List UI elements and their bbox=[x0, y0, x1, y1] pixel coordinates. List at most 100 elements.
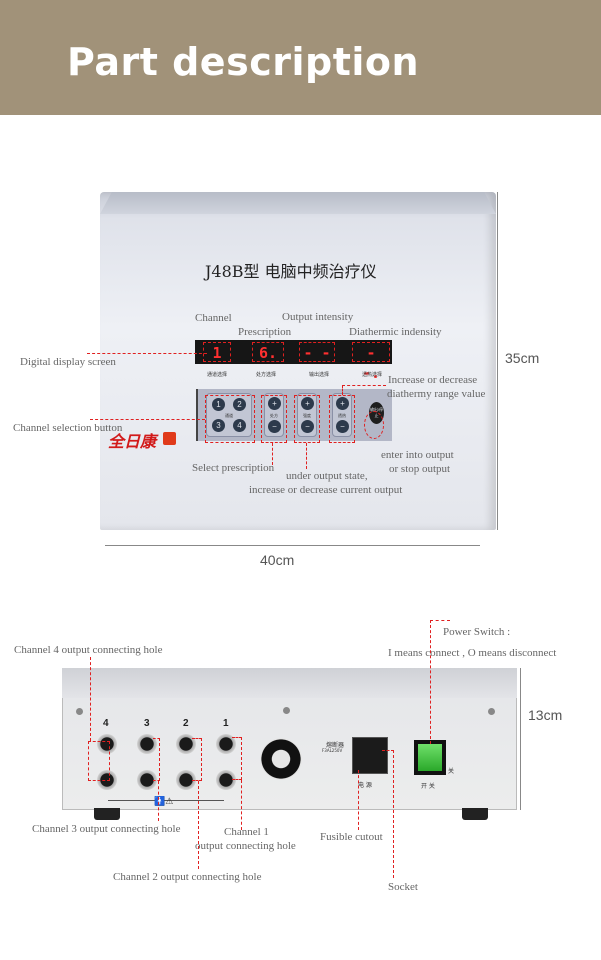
intensity-plus-button[interactable]: + bbox=[301, 397, 314, 410]
highlight-prescription bbox=[261, 395, 287, 443]
pointer-line bbox=[342, 385, 386, 386]
label-diathermy-range: Increase or decrease bbox=[388, 374, 478, 386]
pointer-line bbox=[90, 657, 91, 741]
digital-display: 1 6. - - - -. bbox=[195, 340, 392, 382]
display-diathermy: - -. bbox=[352, 342, 390, 382]
highlight-intensity bbox=[294, 395, 320, 443]
label-prescription: Prescription bbox=[238, 326, 292, 338]
fan-vent bbox=[260, 738, 302, 780]
channel-2-connector bbox=[176, 770, 196, 790]
label-increase-current: increase or decrease current output bbox=[249, 484, 403, 496]
dimension-rear-height: 13cm bbox=[528, 707, 563, 723]
channel-1-button[interactable]: 1 bbox=[212, 398, 225, 411]
pointer-line bbox=[87, 353, 207, 354]
highlight-diathermy bbox=[329, 395, 355, 443]
pointer-line bbox=[198, 781, 199, 869]
pointer-line bbox=[90, 419, 205, 420]
channel-2-connector bbox=[176, 734, 196, 754]
prescription-group: + 处方 − bbox=[264, 393, 284, 437]
warning-icon: 🚹⚠ bbox=[154, 796, 174, 806]
dimension-line-height bbox=[497, 192, 498, 530]
label-power-meaning: I means connect , O means disconnect bbox=[388, 647, 557, 659]
pointer-line bbox=[358, 770, 359, 830]
label-channel: Channel bbox=[195, 312, 232, 324]
pointer-line bbox=[342, 385, 343, 395]
switch-label: 开 关 bbox=[421, 783, 435, 790]
label-ch3-hole: Channel 3 output connecting hole bbox=[32, 823, 181, 835]
label-under-output: under output state, bbox=[286, 470, 368, 482]
channel-4-button[interactable]: 4 bbox=[233, 419, 246, 432]
label-diathermic: Diathermic indensity bbox=[349, 326, 442, 338]
highlight-ch1 bbox=[232, 737, 242, 780]
power-socket[interactable] bbox=[352, 737, 388, 774]
fuse-rating: F3AL250V bbox=[322, 748, 343, 753]
channel-4-connector bbox=[97, 734, 117, 754]
label-select-prescription: Select prescription bbox=[192, 462, 275, 474]
pointer-line bbox=[241, 780, 242, 830]
dimension-width: 40cm bbox=[260, 552, 295, 568]
brand-logo: 全日康 bbox=[108, 432, 157, 451]
connector-bracket bbox=[108, 800, 224, 801]
display-label: 处方选择 bbox=[256, 372, 277, 378]
prescription-minus-button[interactable]: − bbox=[268, 420, 281, 433]
highlight-channel-buttons bbox=[205, 395, 255, 443]
screw-icon bbox=[283, 707, 290, 714]
diathermy-plus-button[interactable]: + bbox=[336, 397, 349, 410]
dimension-height: 35cm bbox=[505, 350, 540, 366]
screw-icon bbox=[488, 708, 495, 715]
display-output: - - bbox=[299, 342, 335, 362]
device-foot bbox=[94, 808, 120, 820]
label-ch4-hole: Channel 4 output connecting hole bbox=[14, 644, 163, 656]
highlight-start-stop bbox=[364, 411, 384, 439]
label-enter-output: enter into output bbox=[381, 449, 454, 461]
pointer-line bbox=[393, 750, 394, 878]
label-diathermy-range-2: diathermy range value bbox=[387, 388, 486, 400]
channel-1-connector bbox=[216, 770, 236, 790]
pointer-line bbox=[430, 620, 431, 744]
power-label: 电 源 bbox=[358, 782, 372, 789]
header-banner: Part description bbox=[0, 0, 601, 115]
power-switch[interactable] bbox=[414, 740, 446, 775]
label-channel-button: Channel selection button bbox=[13, 422, 123, 434]
channel-1-connector bbox=[216, 734, 236, 754]
diathermy-group: + 透热 − bbox=[332, 393, 352, 437]
channel-number: 2 bbox=[183, 718, 189, 729]
switch-off-label: 关 bbox=[448, 768, 455, 775]
prescription-plus-button[interactable]: + bbox=[268, 397, 281, 410]
label-stop-output: or stop output bbox=[389, 463, 451, 475]
display-label: 输出选择 bbox=[309, 372, 330, 378]
channel-number: 1 bbox=[223, 718, 229, 729]
group-label: 通道 bbox=[225, 413, 233, 418]
label-power-switch: Power Switch : bbox=[443, 626, 511, 638]
device-foot bbox=[462, 808, 488, 820]
model-title: J48B型 电脑中频治疗仪 bbox=[205, 262, 377, 281]
channel-3-button[interactable]: 3 bbox=[212, 419, 225, 432]
pointer-line bbox=[158, 781, 159, 821]
pointer-line bbox=[272, 443, 273, 465]
display-label: 透热选择 bbox=[362, 372, 383, 378]
highlight-ch2 bbox=[192, 738, 202, 781]
intensity-minus-button[interactable]: − bbox=[301, 420, 314, 433]
label-fuse: Fusible cutout bbox=[320, 831, 383, 843]
pointer-line bbox=[430, 620, 450, 621]
label-ch1-hole: output connecting hole bbox=[195, 840, 296, 852]
highlight-ch3 bbox=[153, 738, 160, 781]
display-label: 通道选择 bbox=[207, 372, 228, 378]
page-title: Part description bbox=[67, 40, 420, 84]
dimension-line-width bbox=[105, 545, 480, 546]
channel-2-button[interactable]: 2 bbox=[233, 398, 246, 411]
pointer-line bbox=[306, 443, 307, 469]
channel-button-group: 1 2 3 4 通道 bbox=[206, 393, 252, 437]
screw-icon bbox=[76, 708, 83, 715]
channel-number: 3 bbox=[144, 718, 150, 729]
dimension-line-depth bbox=[520, 668, 521, 810]
label-ch1: Channel 1 bbox=[224, 826, 269, 838]
display-prescription: 6. bbox=[252, 342, 284, 362]
fuse-label: 熔断器 bbox=[326, 742, 345, 749]
group-label: 处方 bbox=[270, 413, 278, 418]
channel-number: 4 bbox=[103, 718, 109, 729]
channel-3-connector bbox=[137, 734, 157, 754]
channel-3-connector bbox=[137, 770, 157, 790]
diathermy-minus-button[interactable]: − bbox=[336, 420, 349, 433]
pointer-line bbox=[382, 750, 394, 751]
